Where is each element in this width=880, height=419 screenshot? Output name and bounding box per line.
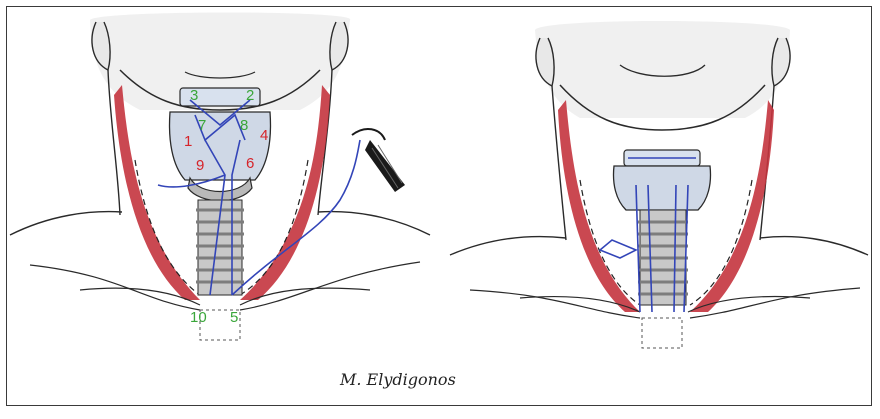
left-cricoid bbox=[188, 178, 252, 201]
label-6: 6 bbox=[246, 155, 254, 172]
label-2: 2 bbox=[246, 87, 254, 104]
artist-signature: M. Elydigonos bbox=[339, 370, 456, 389]
right-face bbox=[535, 21, 790, 118]
label-8: 8 bbox=[240, 117, 248, 134]
right-sternal-box bbox=[642, 318, 682, 348]
left-ear-left bbox=[92, 22, 110, 70]
right-trachea bbox=[638, 210, 688, 305]
right-shoulder-l bbox=[450, 237, 566, 255]
right-ear-right bbox=[772, 38, 790, 86]
label-1: 1 bbox=[184, 133, 192, 150]
label-5: 5 bbox=[230, 309, 238, 326]
right-thyroid-cartilage bbox=[614, 166, 711, 210]
right-shoulder-r bbox=[760, 237, 868, 255]
left-ear-right bbox=[330, 22, 348, 70]
needle-instrument-icon bbox=[352, 129, 405, 192]
left-neck-drawing bbox=[10, 13, 430, 341]
left-shoulder-r bbox=[318, 212, 430, 235]
right-ear-left bbox=[536, 38, 554, 86]
right-scm-muscle-r bbox=[690, 100, 774, 312]
left-shoulder-l bbox=[10, 212, 122, 235]
label-3: 3 bbox=[190, 87, 198, 104]
label-9: 9 bbox=[196, 157, 204, 174]
label-10: 10 bbox=[190, 309, 207, 326]
right-neck-drawing bbox=[450, 21, 868, 348]
label-7: 7 bbox=[198, 117, 206, 134]
label-4: 4 bbox=[260, 127, 268, 144]
